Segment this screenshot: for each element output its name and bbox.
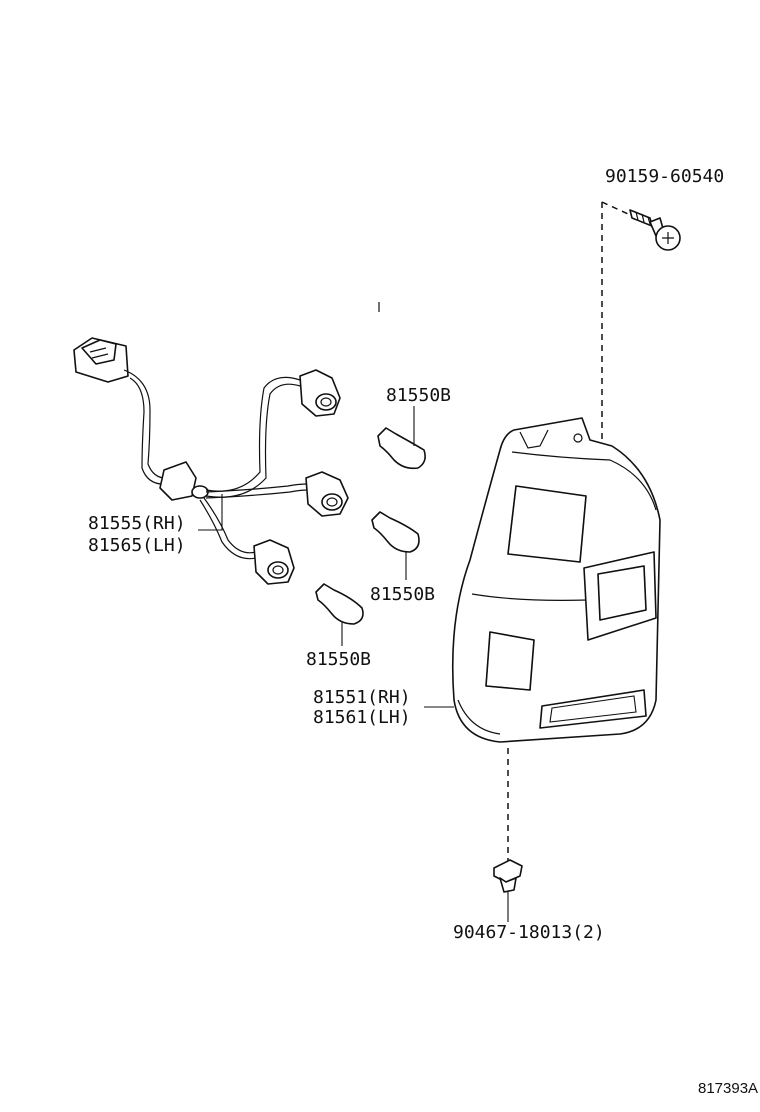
label-socket-lh: 81565(LH) bbox=[88, 535, 186, 556]
bulb-low bbox=[315, 583, 364, 646]
label-screw: 90159-60540 bbox=[605, 166, 724, 187]
bulb-mid bbox=[371, 511, 420, 580]
socket-harness bbox=[73, 337, 349, 585]
label-clip: 90467-18013(2) bbox=[453, 922, 605, 943]
screw-part bbox=[601, 201, 681, 440]
tail-lamp-assembly bbox=[424, 417, 661, 743]
label-lamp-rh: 81551(RH) bbox=[313, 687, 411, 708]
label-bulb-top: 81550B bbox=[386, 385, 451, 406]
label-lamp-lh: 81561(LH) bbox=[313, 707, 411, 728]
diagram-ref-number: 817393A bbox=[698, 1080, 758, 1097]
clip-part bbox=[493, 748, 523, 922]
label-bulb-mid: 81550B bbox=[370, 584, 435, 605]
label-bulb-low: 81550B bbox=[306, 649, 371, 670]
label-socket-rh: 81555(RH) bbox=[88, 513, 186, 534]
bulb-top bbox=[377, 406, 426, 470]
